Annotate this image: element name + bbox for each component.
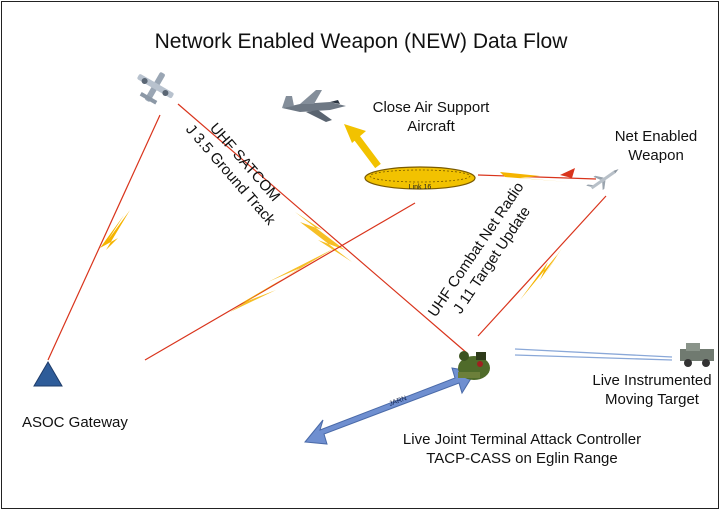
link-asoc-link16 (144, 202, 416, 361)
triangle-icon (33, 361, 63, 387)
net-weapon-label-line1: Net Enabled (614, 128, 698, 145)
net-weapon-label: Net Enabled Weapon (596, 127, 716, 165)
missile-icon (586, 169, 619, 190)
target-label-line1: Live Instrumented (592, 372, 712, 389)
link-link16-weapon (477, 168, 597, 182)
target-label-line2: Moving Target (605, 391, 699, 408)
jtac-label: Live Joint Terminal Attack Controller TA… (376, 430, 668, 468)
link16-label: Link 16 (409, 184, 432, 191)
asoc-gateway-label: ASOC Gateway (22, 414, 128, 431)
link-relay-jtac (177, 103, 469, 355)
relay-aircraft-icon (137, 72, 174, 105)
net-weapon-label-line2: Weapon (628, 147, 684, 164)
link-weapon-jtac (477, 195, 607, 337)
soldier-icon (458, 351, 490, 380)
target-label: Live Instrumented Moving Target (582, 371, 722, 409)
link16-to-cas-arrow (344, 124, 381, 169)
cas-aircraft-label-line1: Close Air Support (372, 99, 490, 116)
link16-ring: Link 16 (364, 166, 476, 191)
vehicle-icon (680, 343, 714, 367)
jtac-label-line2: TACP-CASS on Eglin Range (426, 450, 618, 467)
jtac-label-line1: Live Joint Terminal Attack Controller (402, 431, 642, 448)
fighter-jet-icon (282, 90, 346, 122)
cas-aircraft-label-line2: Aircraft (407, 118, 455, 135)
link-jtac-target (514, 348, 673, 361)
page-title: Network Enabled Weapon (NEW) Data Flow (154, 30, 568, 53)
link-relay-asoc (47, 114, 161, 361)
cas-aircraft-label: Close Air Support Aircraft (346, 98, 516, 136)
